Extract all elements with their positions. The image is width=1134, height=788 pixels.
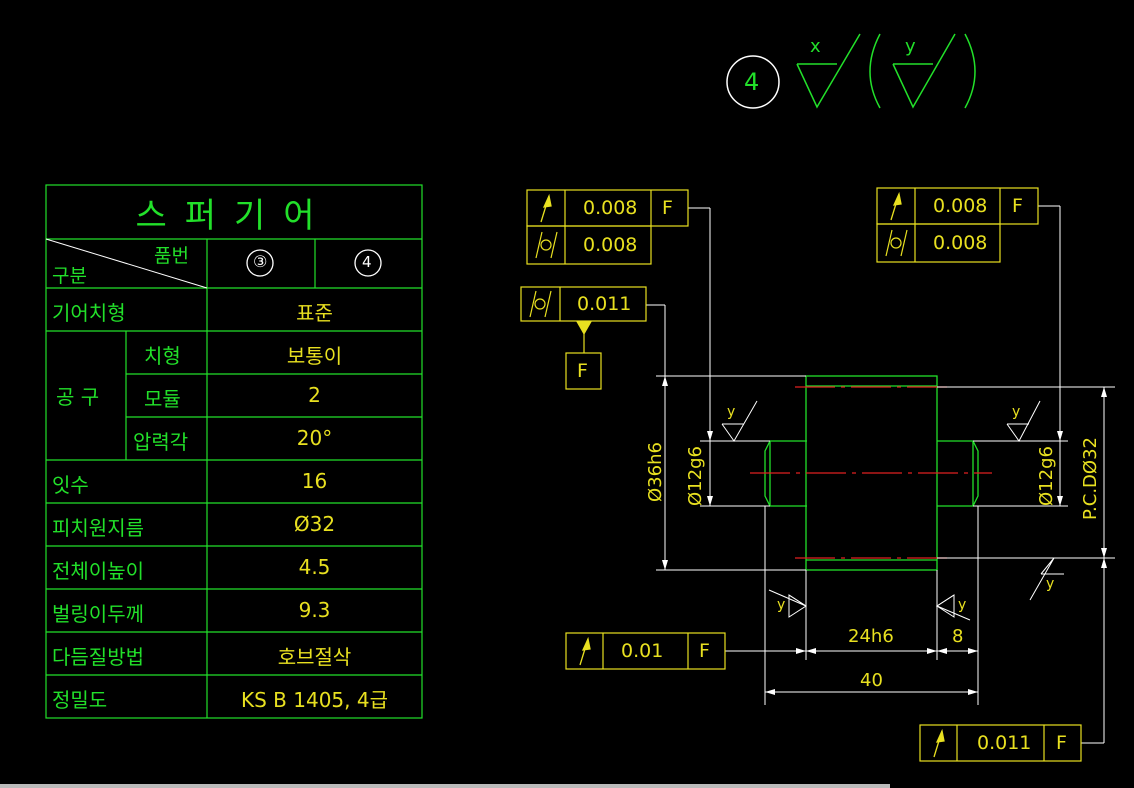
- row-value-tooth-type: 표준: [296, 301, 333, 325]
- row-group-tool: 공 구: [56, 385, 100, 409]
- tf-bottom-right-runout: 0.011: [977, 732, 1032, 754]
- row-label-tooth-type: 기어치형: [52, 301, 126, 325]
- tf-left-top-runout: 0.008: [583, 197, 638, 219]
- roughness-letter-right: y: [1012, 404, 1021, 420]
- title-block-grid: [45, 184, 423, 719]
- header-diag-bottom: 구분: [52, 265, 87, 287]
- datum-triangle: [576, 321, 592, 335]
- roughness-letter-bottom-right: y: [958, 597, 967, 613]
- dim-outer-diameter: Ø36h6: [645, 442, 666, 502]
- row-label-teeth: 잇수: [52, 473, 89, 497]
- row-label-pressure-angle: 압력각: [133, 430, 189, 454]
- tf-left-mid-parallel: 0.011: [577, 293, 632, 315]
- row-label-total-height: 전체이높이: [52, 559, 144, 583]
- parallel-symbols: [529, 229, 908, 318]
- dim-total-length: 40: [860, 670, 883, 691]
- part-number-3: ③: [253, 252, 268, 271]
- symbol-main-letter: x: [810, 36, 821, 57]
- roughness-symbols: [721, 400, 1064, 621]
- row-value-teeth: 16: [301, 469, 328, 493]
- row-label-pitch-dia: 피치원지름: [52, 516, 144, 540]
- title-block: 스퍼기어 품번 구분 기어치형 표준 공 구 치형 보통이 모듈 2 압력각 2…: [46, 185, 422, 718]
- bottom-scrollbar-strip[interactable]: [0, 784, 890, 788]
- tolerance-frames: [520, 187, 1082, 762]
- row-label-finish: 다듬질방법: [52, 645, 144, 669]
- dim-shaft-right: Ø12g6: [1036, 446, 1057, 506]
- row-label-tooth-form: 치형: [144, 344, 181, 368]
- row-value-pressure-angle: 20°: [296, 426, 333, 450]
- symbol-part-number: 4: [744, 68, 760, 96]
- row-label-thickness: 벌링이두께: [52, 602, 144, 626]
- header-diagonal: [45, 238, 208, 289]
- dim-shaft-left: Ø12g6: [685, 446, 706, 506]
- datum-label: F: [577, 360, 588, 382]
- tf-right-top-parallel: 0.008: [933, 232, 988, 254]
- arrow-heads: [662, 376, 1107, 695]
- title-block-title: 스퍼기어: [135, 195, 333, 236]
- row-label-precision: 정밀도: [52, 688, 108, 712]
- roughness-letter-pcd: y: [1046, 576, 1055, 592]
- tf-bottom-left-runout: 0.01: [621, 640, 664, 662]
- row-value-thickness: 9.3: [298, 598, 331, 622]
- part-number-circle-3: [246, 249, 274, 277]
- roughness-letter-bottom-left: y: [777, 597, 786, 613]
- roughness-letter-left: y: [727, 404, 736, 420]
- dim-shaft-length: 8: [952, 626, 964, 647]
- tf-bottom-right-datum: F: [1056, 732, 1067, 754]
- dim-pcd: P.C.DØ32: [1080, 437, 1101, 520]
- dimension-lines: [646, 205, 1115, 744]
- tf-left-top-parallel: 0.008: [583, 234, 638, 256]
- header-diag-top: 품번: [154, 245, 189, 267]
- row-value-finish: 호브절삭: [277, 645, 352, 669]
- tf-right-top-datum: F: [1012, 195, 1023, 217]
- dim-gear-width: 24h6: [848, 626, 894, 647]
- tf-bottom-left-datum: F: [699, 640, 710, 662]
- tf-right-top-runout: 0.008: [933, 195, 988, 217]
- tf-left-top-datum: F: [662, 197, 673, 219]
- center-lines: [750, 386, 992, 559]
- row-value-total-height: 4.5: [298, 555, 331, 579]
- row-value-precision: KS B 1405, 4급: [241, 688, 388, 712]
- surface-texture-symbol: [726, 33, 976, 109]
- row-label-module: 모듈: [144, 387, 181, 411]
- row-value-tooth-form: 보통이: [286, 344, 343, 368]
- row-value-module: 2: [308, 383, 321, 407]
- gdt-symbols: [540, 191, 945, 758]
- part-number-circle-4: [354, 249, 382, 277]
- symbol-paren-letter: y: [905, 36, 916, 57]
- part-number-4: 4: [362, 253, 372, 271]
- row-value-pitch-dia: Ø32: [293, 512, 336, 536]
